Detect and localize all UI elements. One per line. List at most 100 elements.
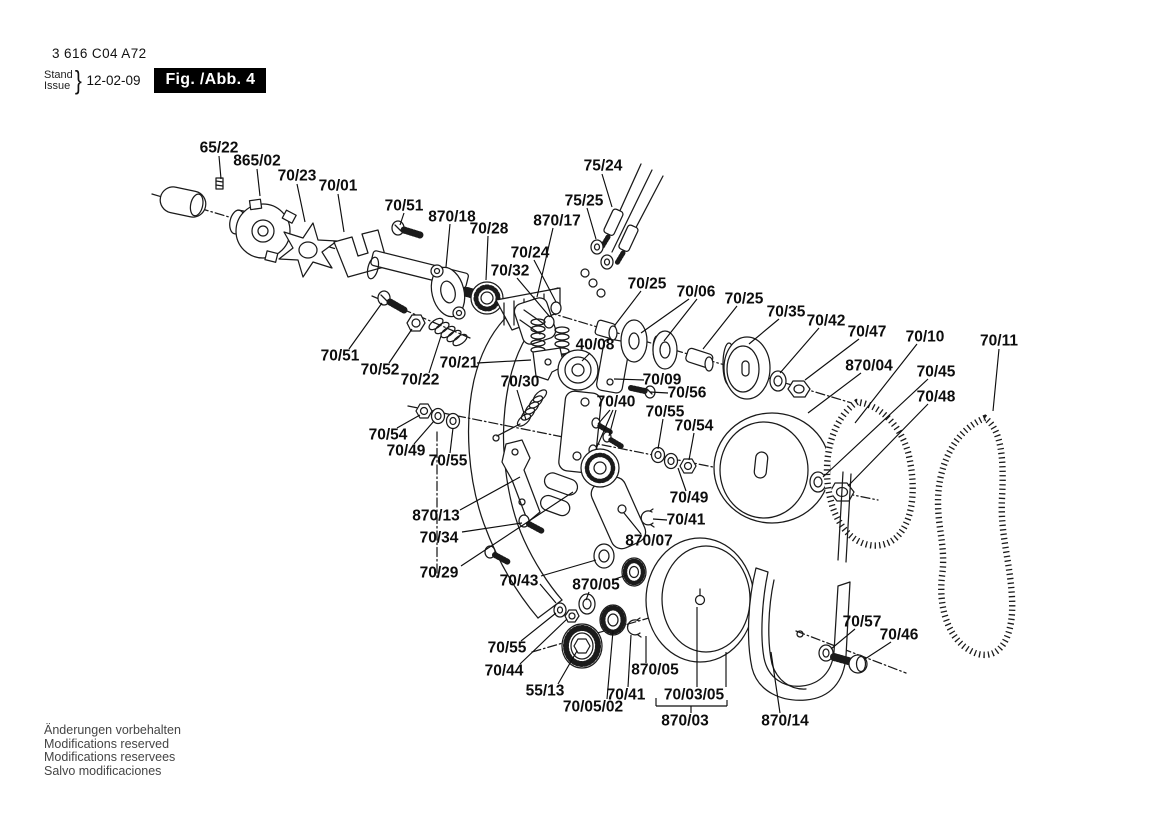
- part-number-text: 70/52: [361, 362, 400, 379]
- leader-line: [854, 343, 918, 424]
- toothed-pulley-55-13: [561, 623, 603, 669]
- belt-70-10: [823, 398, 916, 549]
- washer-set-left: [415, 403, 461, 430]
- footer-line-en: Modifications reserved: [44, 736, 170, 751]
- part-number-text: 70/25: [628, 276, 667, 293]
- part-label-70-49: 70/49: [387, 420, 435, 460]
- brace-glyph: }: [74, 65, 82, 95]
- labels-layer: 65/22865/0270/2370/0170/51870/1870/2875/…: [200, 140, 1019, 730]
- part-label-70-51: 70/51: [385, 198, 424, 226]
- part-label-870-04: 870/04: [807, 358, 893, 414]
- part-label-70-05-02: 70/05/02: [563, 630, 623, 716]
- leader-line: [399, 212, 405, 226]
- latch-70-21: [532, 347, 565, 381]
- part-label-70-57: 70/57: [830, 614, 882, 650]
- part-label-870-17: 870/17: [533, 213, 581, 298]
- leader-line: [459, 476, 521, 511]
- toothed-pulley-70-05-02: [599, 604, 627, 636]
- leader-line: [557, 650, 578, 685]
- footer-line-de: Änderungen vorbehalten: [44, 723, 181, 737]
- part-number-text: 70/41: [667, 512, 706, 529]
- part-label-75-25: 75/25: [565, 193, 604, 240]
- part-label-70-48: 70/48: [847, 389, 956, 487]
- screw-70-34: [518, 514, 545, 534]
- part-label-70-10: 70/10: [854, 329, 944, 424]
- footer-line-es: Salvo modificaciones: [44, 763, 162, 778]
- leader-line: [337, 193, 345, 233]
- leader-line: [516, 277, 551, 318]
- cable-assembly: [580, 163, 664, 298]
- leader-line: [597, 409, 611, 425]
- part-label-70-46: 70/46: [864, 627, 919, 660]
- part-number-text: 870/05: [631, 662, 679, 679]
- part-label-70-54: 70/54: [675, 418, 714, 461]
- pulley-70-03-05: [645, 537, 755, 663]
- part-label-870-18: 870/18: [428, 209, 476, 268]
- part-number-text: 870/05: [572, 577, 620, 594]
- leader-line: [606, 630, 614, 700]
- leader-line: [520, 612, 557, 642]
- part-number-text: 70/25: [725, 291, 764, 308]
- leader-line: [586, 207, 597, 240]
- part-number-text: 70/41: [607, 687, 646, 704]
- leader-line: [460, 491, 574, 567]
- leader-line: [822, 378, 929, 478]
- part-label-70-49: 70/49: [670, 467, 709, 507]
- leader-line: [428, 335, 442, 374]
- idler-assembly: [557, 338, 697, 550]
- part-number-text: 70/55: [429, 453, 468, 470]
- leader-line: [702, 305, 738, 350]
- leader-line: [449, 427, 454, 454]
- leader-line: [396, 414, 421, 429]
- leader-line: [830, 628, 856, 650]
- tensioner-arm-870-07: [580, 448, 647, 550]
- screw-70-51-top: [391, 220, 424, 239]
- issue-label: Issue: [44, 79, 71, 92]
- washers-center: [650, 446, 697, 474]
- leader-line: [413, 420, 435, 445]
- part-label-70-25: 70/25: [614, 276, 667, 326]
- part-number-text: 70/48: [917, 389, 956, 406]
- part-number-text: 865/02: [233, 153, 280, 170]
- footer-line-fr: Modifications reservees: [44, 750, 176, 764]
- leader-line: [581, 352, 591, 362]
- part-label-870-05: 870/05: [572, 574, 628, 601]
- part-label-70-34: 70/34: [420, 522, 523, 547]
- roller-70-24: [550, 301, 562, 315]
- bearing-flange-870-18: [430, 264, 466, 320]
- part-label-870-05: 870/05: [631, 636, 679, 679]
- part-number-text: 70/51: [385, 198, 424, 215]
- part-number-text: 70/54: [369, 427, 408, 444]
- part-label-870-13: 870/13: [412, 476, 521, 525]
- leader-line: [640, 298, 690, 334]
- part-label-70-25: 70/25: [702, 291, 764, 350]
- part-number-text: 70/34: [420, 530, 459, 547]
- part-label-70-30: 70/30: [501, 374, 539, 421]
- part-number-text: 70/28: [470, 221, 509, 238]
- belt-70-11: [934, 414, 1016, 659]
- leader-line: [847, 403, 929, 487]
- leader-line: [627, 634, 632, 688]
- leader-line: [595, 409, 614, 450]
- part-label-40-08: 40/08: [576, 337, 615, 362]
- part-label-70-41: 70/41: [652, 512, 706, 529]
- screw-70-46: [830, 653, 868, 674]
- part-number-text: 70/06: [677, 284, 716, 301]
- part-number-text: 70/57: [843, 614, 882, 631]
- leader-line: [663, 298, 698, 342]
- part-label-70-56: 70/56: [649, 385, 707, 402]
- part-number-text: 870/13: [412, 508, 460, 525]
- nut-70-47: [787, 380, 811, 398]
- part-label-865-02: 865/02: [233, 153, 281, 197]
- part-label-70-35: 70/35: [748, 304, 806, 345]
- part-number-text: 70/32: [491, 263, 530, 280]
- screw-lower: [484, 545, 511, 565]
- part-number-text: 70/03/05: [664, 687, 725, 704]
- part-number-text: 70/42: [807, 313, 846, 330]
- leader-line: [519, 618, 568, 665]
- part-label-70-55: 70/55: [429, 427, 468, 470]
- leader-line: [388, 328, 413, 364]
- leader-line: [585, 591, 590, 601]
